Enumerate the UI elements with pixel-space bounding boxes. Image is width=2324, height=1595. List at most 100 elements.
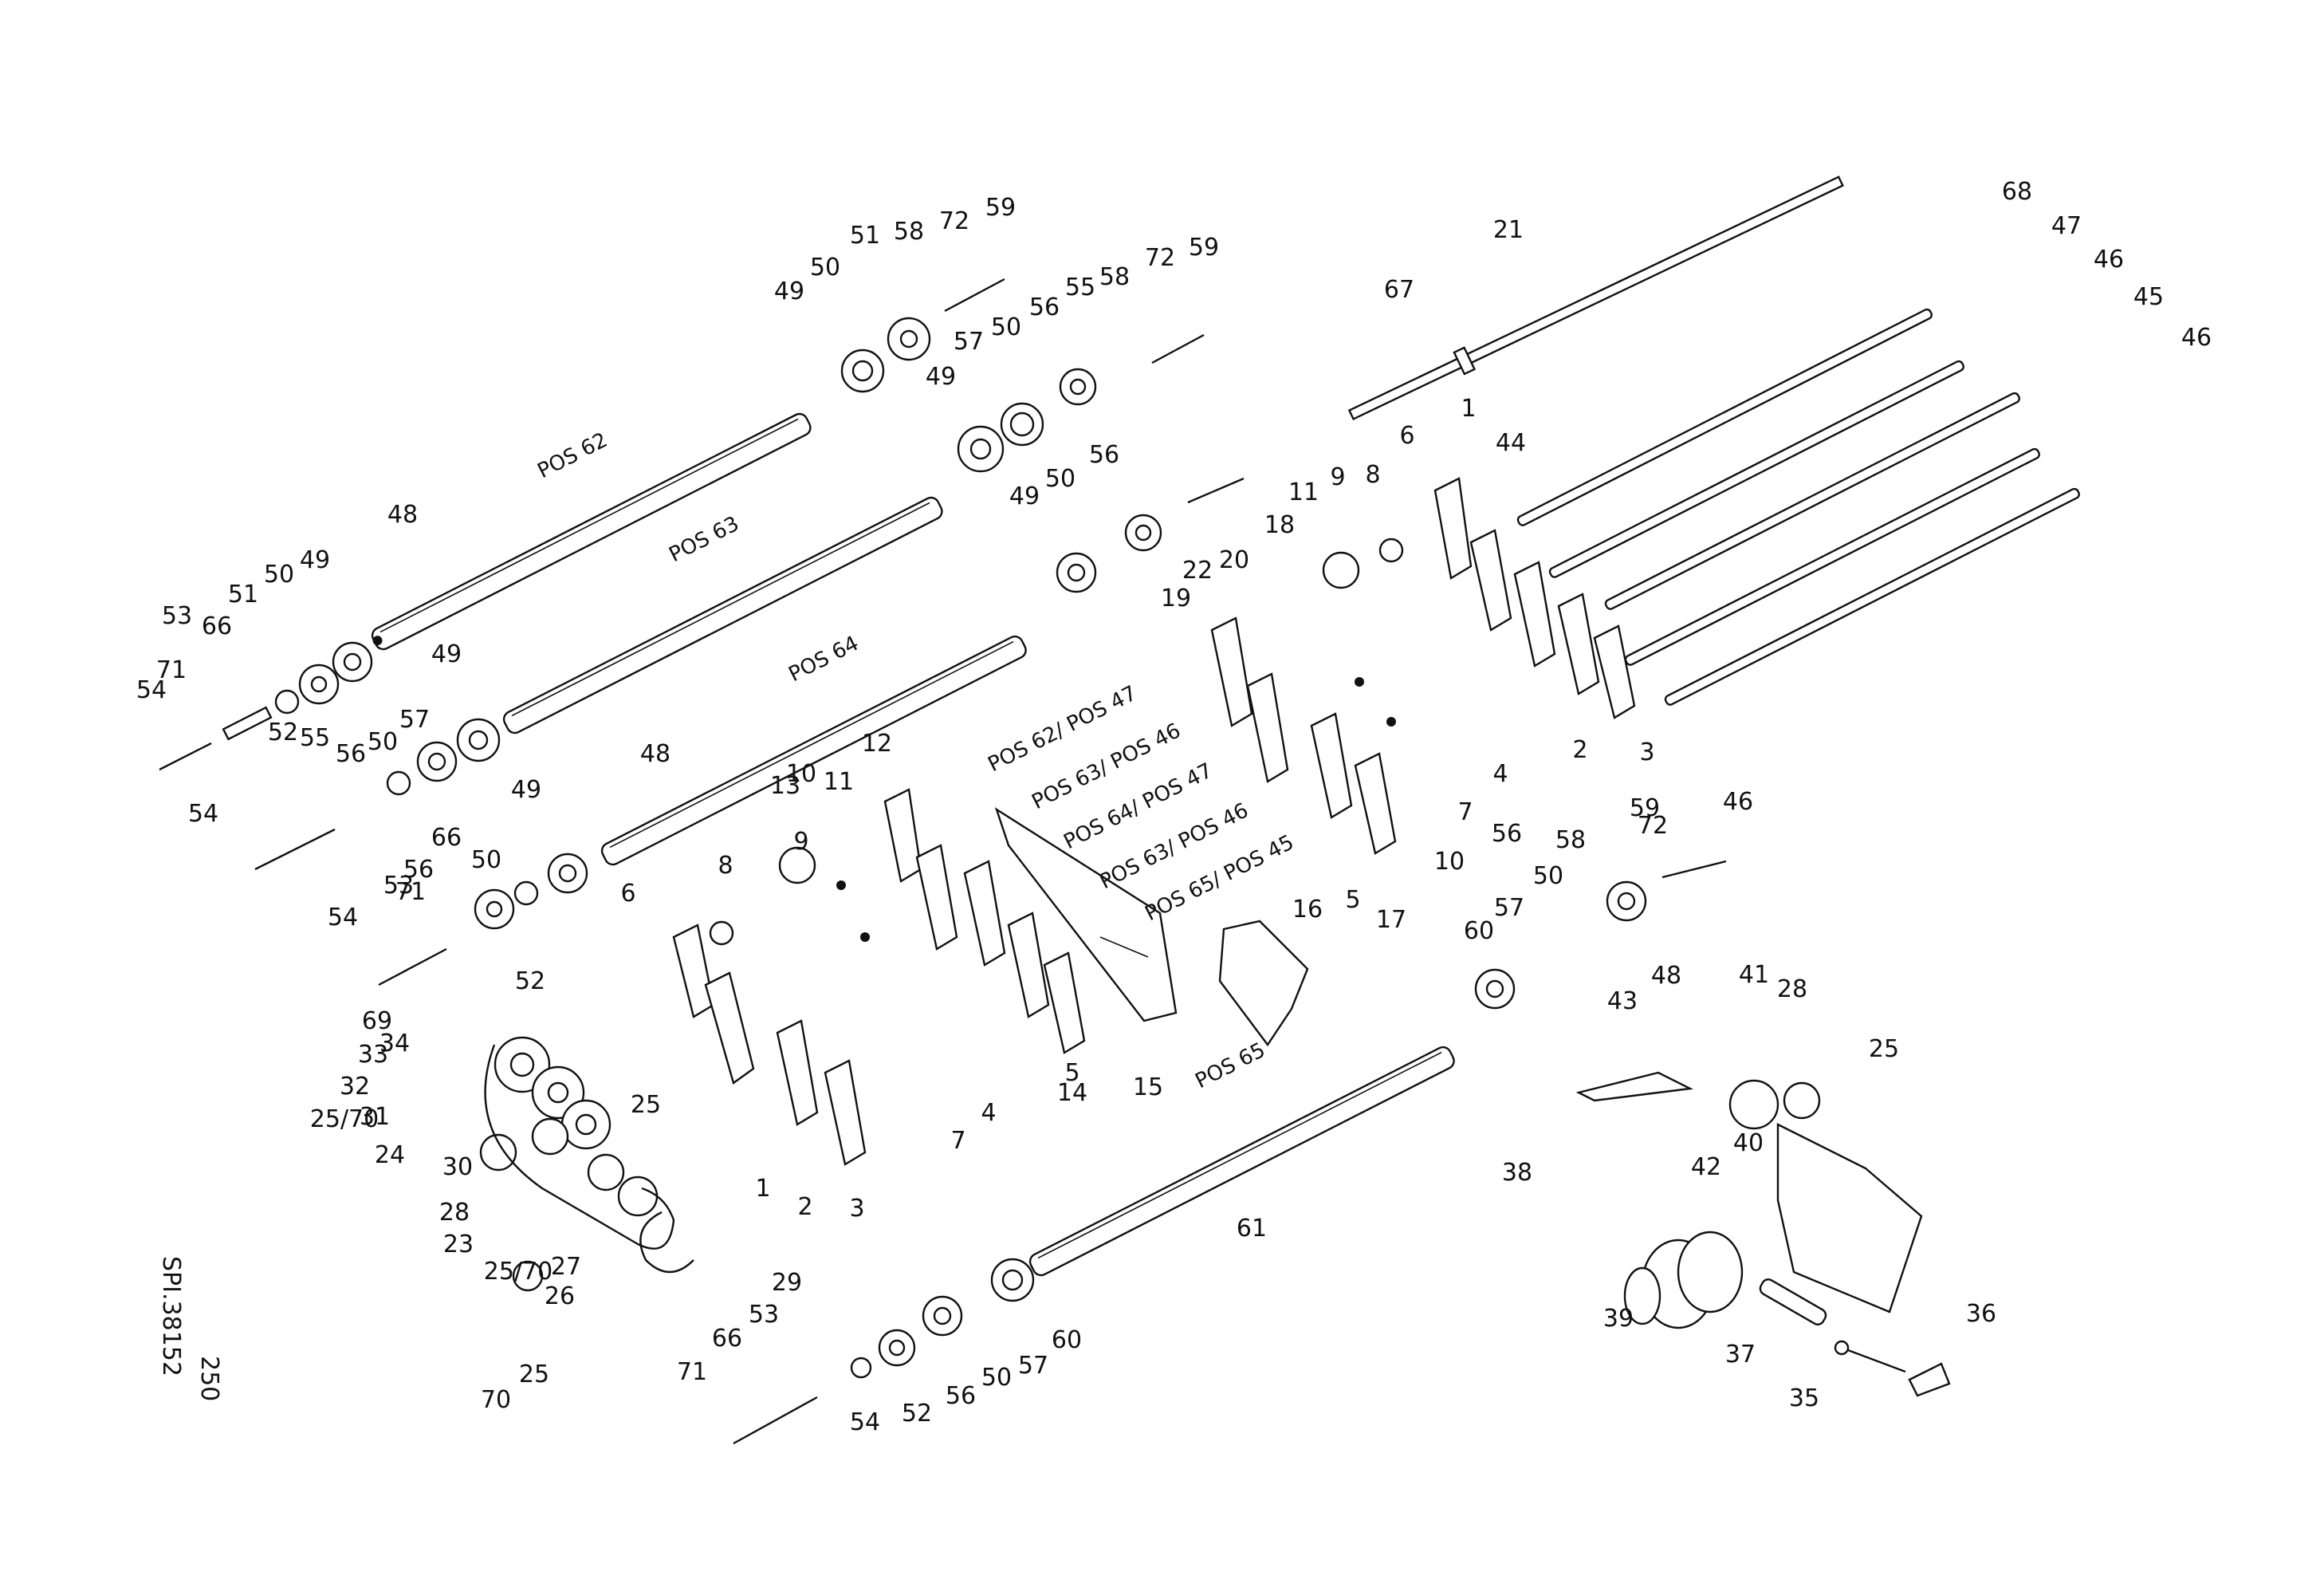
sprocket-49-pos62 bbox=[840, 349, 885, 393]
callout-label: 59 bbox=[985, 194, 1016, 222]
callout-label: 29 bbox=[772, 1269, 802, 1297]
callout-label: 49 bbox=[511, 776, 541, 804]
side-plate-assembly-right bbox=[1210, 477, 1636, 855]
callout-label: 1 bbox=[1461, 395, 1476, 423]
callout-label: 1 bbox=[755, 1175, 770, 1203]
callout-label: 46 bbox=[1723, 788, 1753, 816]
callout-label: 17 bbox=[1376, 906, 1406, 934]
callout-label: 56 bbox=[1089, 441, 1119, 469]
sprocket-51-pos62 bbox=[887, 317, 931, 361]
callout-label: 34 bbox=[379, 1030, 410, 1057]
callout-label: 11 bbox=[824, 768, 854, 796]
callout-label: 67 bbox=[1384, 276, 1414, 304]
callout-label: 16 bbox=[1292, 896, 1323, 924]
callout-label: 61 bbox=[1237, 1215, 1267, 1243]
callout-label: 49 bbox=[774, 278, 804, 305]
callout-label: 32 bbox=[340, 1073, 370, 1101]
callout-label: 19 bbox=[1161, 585, 1191, 612]
bracket-35 bbox=[1908, 1362, 1951, 1397]
side-plate-assembly-left bbox=[672, 788, 1086, 1166]
callout-label: 56 bbox=[1029, 293, 1060, 321]
callout-label: 50 bbox=[991, 313, 1021, 341]
callout-label: 6 bbox=[620, 880, 635, 908]
callout-label: 38 bbox=[1502, 1159, 1532, 1187]
callout-label: 22 bbox=[1182, 557, 1213, 585]
guide-plate-21 bbox=[1218, 920, 1309, 1047]
callout-label: 12 bbox=[862, 730, 892, 758]
callout-label: 31 bbox=[360, 1103, 390, 1131]
callout-label: 45 bbox=[2133, 283, 2164, 311]
callout-label: 39 bbox=[1603, 1305, 1634, 1333]
callout-label: 50 bbox=[981, 1364, 1012, 1392]
callout-label: 24 bbox=[375, 1141, 405, 1169]
callout-label: 23 bbox=[443, 1231, 474, 1258]
callout-label: 41 bbox=[1739, 961, 1769, 989]
callout-label: 53 bbox=[749, 1301, 779, 1329]
callout-label: 25/70 bbox=[484, 1258, 552, 1286]
callout-label: 28 bbox=[1777, 975, 1807, 1003]
callout-label: 20 bbox=[1219, 546, 1249, 574]
shaft-label-pos64: POS 64 bbox=[785, 632, 863, 687]
callout-label: 5 bbox=[1345, 886, 1360, 914]
sprocket-49-pos64 bbox=[1056, 552, 1097, 593]
callout-label: 13 bbox=[770, 772, 800, 800]
drive-motor-37 bbox=[1623, 1231, 1744, 1329]
roller-shaft-pos65 bbox=[1028, 1046, 1455, 1277]
callout-label: 57 bbox=[1018, 1352, 1048, 1380]
callout-label: 71 bbox=[395, 878, 426, 906]
callout-label: 68 bbox=[2002, 178, 2032, 206]
roller-shaft-pos64 bbox=[600, 635, 1027, 866]
callout-label: 56 bbox=[403, 856, 434, 884]
callout-label: 50 bbox=[368, 728, 398, 756]
callout-label: 50 bbox=[264, 561, 294, 589]
callout-label: 56 bbox=[336, 740, 366, 768]
shaft-end-hardware-pos62 bbox=[159, 641, 373, 771]
callout-label: 6 bbox=[1399, 422, 1414, 450]
shaft-label-pos65: POS 65 bbox=[1192, 1038, 1269, 1093]
callout-label: 49 bbox=[1009, 482, 1040, 510]
long-bar-67 bbox=[1347, 175, 1844, 421]
callout-label: 2 bbox=[797, 1193, 812, 1221]
guide-rod-set bbox=[1516, 308, 2080, 706]
callout-label: 37 bbox=[1725, 1341, 1756, 1369]
sprocket-57-pos63 bbox=[1000, 402, 1044, 447]
callout-label: 56 bbox=[946, 1382, 976, 1410]
callout-label: 50 bbox=[1045, 465, 1075, 493]
callout-label: 50 bbox=[1533, 862, 1563, 890]
callout-label: 30 bbox=[442, 1153, 473, 1181]
drive-bracket-lower-right bbox=[1575, 1071, 1923, 1313]
callout-label: 26 bbox=[545, 1282, 575, 1310]
callout-label: 9 bbox=[1330, 463, 1345, 491]
callout-label: 55 bbox=[300, 724, 330, 752]
callout-label: 10 bbox=[1434, 848, 1465, 876]
callout-label: 15 bbox=[1133, 1073, 1163, 1101]
callout-label: 70 bbox=[481, 1386, 511, 1414]
callout-label: 71 bbox=[156, 656, 187, 684]
roller-shaft-pos62 bbox=[371, 412, 812, 651]
callout-label: 53 bbox=[383, 872, 414, 900]
callout-label: 50 bbox=[471, 846, 501, 874]
callout-label: 42 bbox=[1691, 1153, 1721, 1181]
callout-label: 49 bbox=[926, 363, 956, 391]
callout-label: 54 bbox=[136, 676, 167, 704]
callout-label: 35 bbox=[1789, 1384, 1819, 1412]
shaft-end-hardware-right bbox=[944, 278, 1727, 922]
callout-label: 18 bbox=[1264, 511, 1295, 539]
callout-label: 49 bbox=[431, 640, 462, 668]
callout-label: 66 bbox=[712, 1325, 742, 1353]
callout-label: 3 bbox=[1639, 738, 1654, 766]
callout-label: 60 bbox=[1464, 917, 1494, 945]
shaft-36 bbox=[1759, 1278, 1827, 1325]
callout-label: 25 bbox=[1869, 1035, 1899, 1063]
callout-label: 58 bbox=[894, 218, 924, 246]
callout-label: 54 bbox=[188, 800, 218, 828]
callout-label: 28 bbox=[439, 1199, 470, 1227]
callout-label: 46 bbox=[2094, 246, 2124, 274]
sheet-code: SPI.38152 bbox=[157, 1256, 185, 1376]
callout-label: 46 bbox=[2181, 324, 2212, 352]
roller-shaft-pos63 bbox=[502, 496, 943, 734]
callout-label: 49 bbox=[300, 546, 330, 574]
shaft-end-hardware-pos65 bbox=[733, 1295, 963, 1445]
callout-label: 7 bbox=[950, 1127, 965, 1155]
callout-label: 66 bbox=[431, 824, 462, 852]
